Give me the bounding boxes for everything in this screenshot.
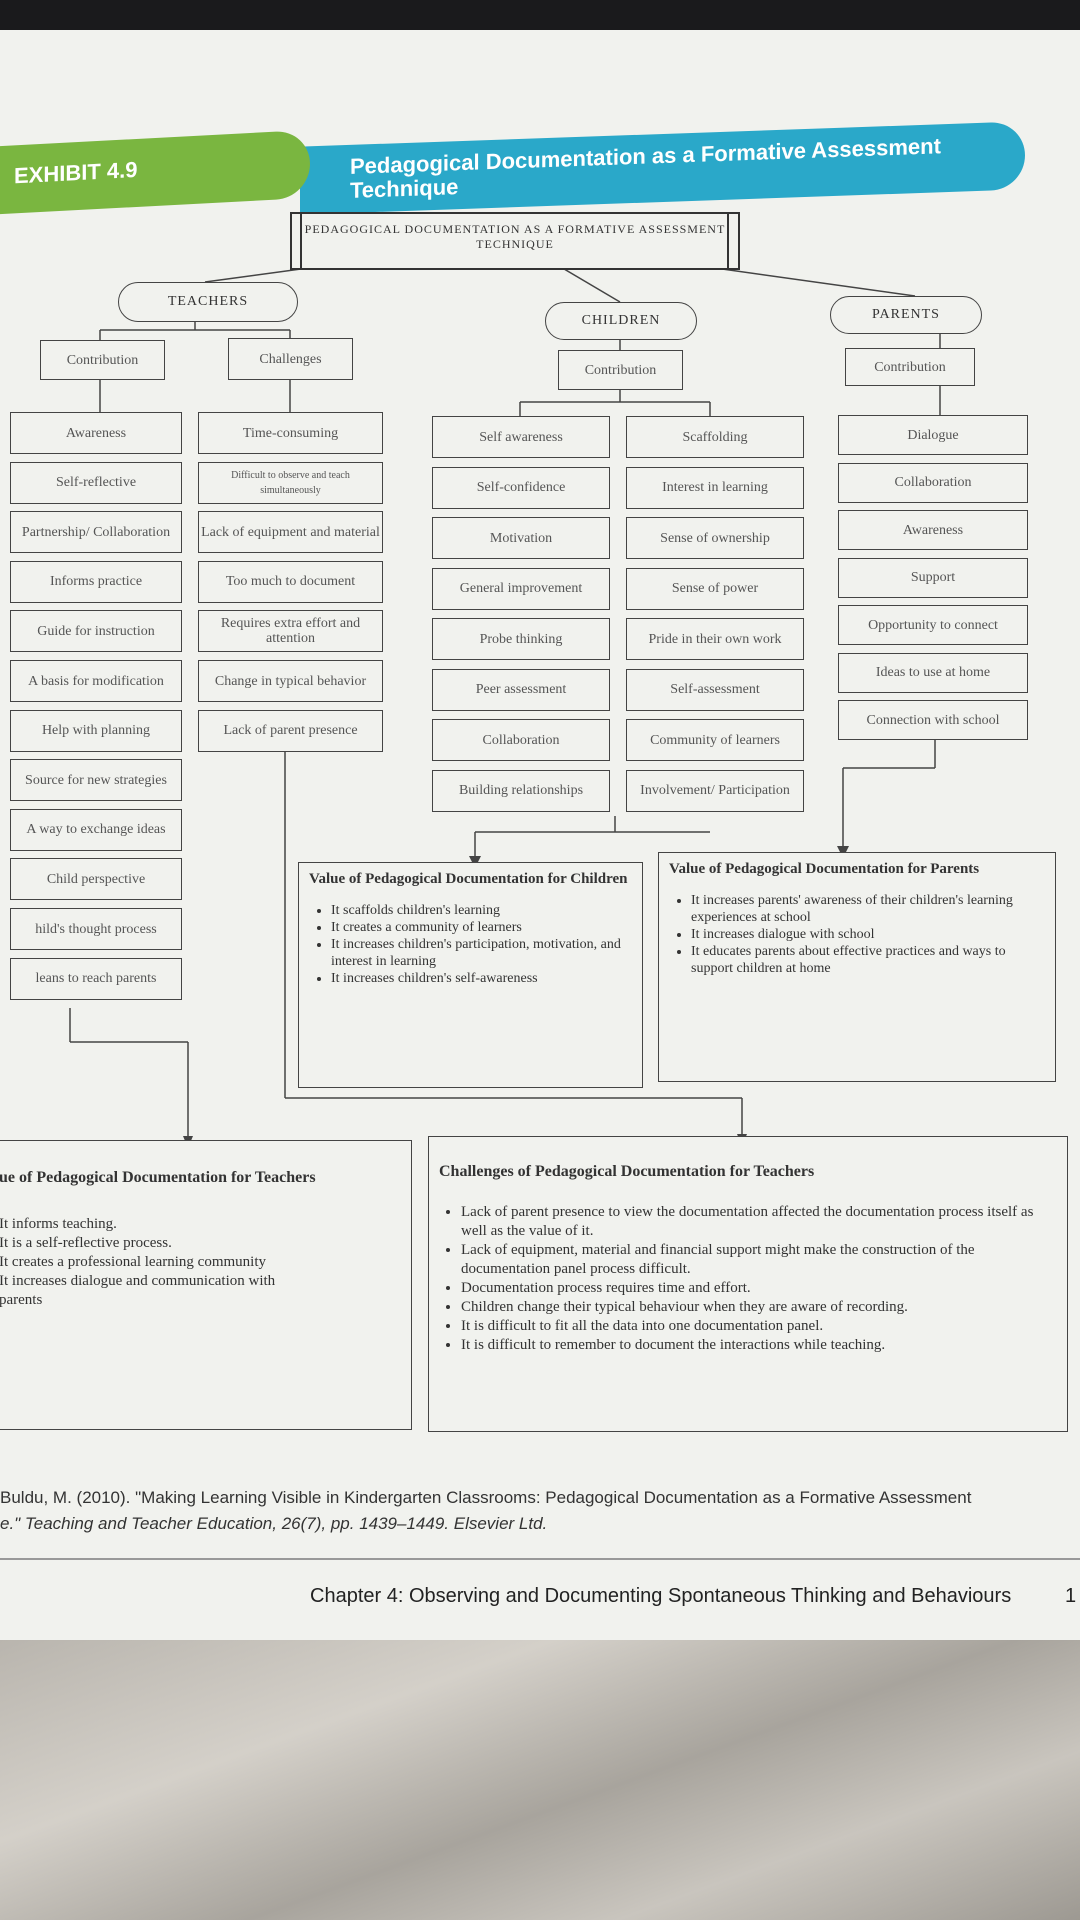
diagram-node: Pride in their own work bbox=[626, 618, 804, 660]
group-parents: PARENTS bbox=[830, 296, 982, 334]
diagram-node: Sense of power bbox=[626, 567, 804, 610]
subgroup-teachers-contribution: Contribution bbox=[40, 340, 165, 380]
text-line: It creates a professional learning commu… bbox=[0, 1254, 266, 1270]
root-node: PEDAGOGICAL DOCUMENTATION AS A FORMATIVE… bbox=[290, 212, 740, 270]
value-children-title: Value of Pedagogical Documentation for C… bbox=[309, 871, 628, 887]
diagram-node: Connection with school bbox=[838, 700, 1028, 740]
bullet-item: It increases children's self-awareness bbox=[331, 970, 632, 987]
bullet-item: It increases children's participation, m… bbox=[331, 936, 632, 970]
diagram-node: Awareness bbox=[838, 510, 1028, 550]
citation-line-2: e." Teaching and Teacher Education, 26(7… bbox=[0, 1514, 548, 1533]
bullet-item: Lack of parent presence to view the docu… bbox=[461, 1203, 1057, 1241]
diagram-node: leans to reach parents bbox=[10, 957, 182, 1000]
diagram-node: hild's thought process bbox=[10, 908, 182, 950]
diagram-node: Probe thinking bbox=[432, 618, 610, 660]
bullet-item: It creates a community of learners bbox=[331, 919, 632, 936]
value-teachers-title: ue of Pedagogical Documentation for Teac… bbox=[0, 1169, 316, 1186]
diagram-node: Self-confidence bbox=[432, 466, 610, 509]
group-children: CHILDREN bbox=[545, 302, 697, 340]
diagram-node: Guide for instruction bbox=[10, 610, 182, 653]
diagram-node: Lack of parent presence bbox=[198, 709, 383, 752]
diagram-node: Opportunity to connect bbox=[838, 605, 1028, 645]
diagram-node: Informs practice bbox=[10, 560, 182, 603]
diagram-node: Motivation bbox=[432, 517, 610, 559]
chapter-footer: Chapter 4: Observing and Documenting Spo… bbox=[310, 1585, 1012, 1607]
diagram-node: Source for new strategies bbox=[10, 759, 182, 802]
diagram-node: Time-consuming bbox=[198, 412, 383, 454]
citation: Buldu, M. (2010). "Making Learning Visib… bbox=[0, 1485, 1060, 1537]
bullet-item: It increases dialogue with school bbox=[691, 926, 1045, 943]
challenges-teachers-panel: Challenges of Pedagogical Documentation … bbox=[428, 1136, 1068, 1432]
diagram-node: Interest in learning bbox=[626, 466, 804, 509]
diagram-node: Awareness bbox=[10, 412, 182, 454]
diagram-node: General improvement bbox=[432, 567, 610, 610]
group-teachers: TEACHERS bbox=[118, 282, 298, 322]
diagram-node: Too much to document bbox=[198, 560, 383, 603]
diagram-node: Collaboration bbox=[838, 462, 1028, 503]
diagram-node: Community of learners bbox=[626, 719, 804, 761]
bullet-item: It educates parents about effective prac… bbox=[691, 943, 1045, 977]
diagram-node: A way to exchange ideas bbox=[10, 808, 182, 851]
bullet-item: Lack of equipment, material and financia… bbox=[461, 1241, 1057, 1279]
book-page: Pedagogical Documentation as a Formative… bbox=[0, 30, 1080, 1670]
bullet-item: Documentation process requires time and … bbox=[461, 1279, 1057, 1298]
bullet-item: It increases parents' awareness of their… bbox=[691, 892, 1045, 926]
diagram-node: Partnership/ Collaboration bbox=[10, 511, 182, 554]
diagram-node: Child perspective bbox=[10, 858, 182, 901]
diagram-node: Peer assessment bbox=[432, 668, 610, 711]
diagram-node: A basis for modification bbox=[10, 660, 182, 702]
diagram-node: Self-reflective bbox=[10, 461, 182, 504]
text-line: It increases dialogue and communication … bbox=[0, 1273, 276, 1289]
value-parents-panel: Value of Pedagogical Documentation for P… bbox=[658, 852, 1056, 1082]
diagram-node: Collaboration bbox=[432, 719, 610, 761]
diagram-node: Scaffolding bbox=[626, 416, 804, 458]
bullet-item: It is difficult to remember to document … bbox=[461, 1336, 1057, 1355]
diagram-node: Lack of equipment and material bbox=[198, 511, 383, 554]
bullet-item: Children change their typical behaviour … bbox=[461, 1298, 1057, 1317]
bullet-item: It is difficult to fit all the data into… bbox=[461, 1317, 1057, 1336]
bullet-item: It scaffolds children's learning bbox=[331, 902, 632, 919]
diagram-node: Help with planning bbox=[10, 709, 182, 752]
text-line: It informs teaching. bbox=[0, 1216, 117, 1232]
diagram-node: Ideas to use at home bbox=[838, 652, 1028, 693]
diagram-node: Self-assessment bbox=[626, 668, 804, 711]
challenges-teachers-title: Challenges of Pedagogical Documentation … bbox=[439, 1163, 815, 1180]
value-teachers-panel: ue of Pedagogical Documentation for Teac… bbox=[0, 1140, 412, 1430]
diagram-node: Requires extra effort and attention bbox=[198, 610, 383, 653]
diagram-node: Involvement/ Participation bbox=[626, 769, 804, 812]
value-parents-title: Value of Pedagogical Documentation for P… bbox=[669, 861, 980, 877]
subgroup-parents-contribution: Contribution bbox=[845, 348, 975, 386]
text-line: parents bbox=[0, 1292, 43, 1308]
value-children-panel: Value of Pedagogical Documentation for C… bbox=[298, 862, 643, 1088]
diagram-node: Support bbox=[838, 557, 1028, 598]
subgroup-teachers-challenges: Challenges bbox=[228, 338, 353, 380]
diagram-node: Change in typical behavior bbox=[198, 660, 383, 702]
footer-rule bbox=[0, 1558, 1080, 1560]
diagram-node: Building relationships bbox=[432, 769, 610, 812]
subgroup-children-contribution: Contribution bbox=[558, 350, 683, 390]
diagram-node: Difficult to observe and teach simultane… bbox=[198, 461, 383, 504]
background-cloth bbox=[0, 1640, 1080, 1920]
citation-line-1: Buldu, M. (2010). "Making Learning Visib… bbox=[0, 1488, 972, 1507]
diagram-node: Self awareness bbox=[432, 416, 610, 458]
diagram-node: Sense of ownership bbox=[626, 517, 804, 559]
page-number: 1 bbox=[1065, 1585, 1077, 1607]
text-line: It is a self-reflective process. bbox=[0, 1235, 172, 1251]
diagram-node: Dialogue bbox=[838, 415, 1028, 455]
